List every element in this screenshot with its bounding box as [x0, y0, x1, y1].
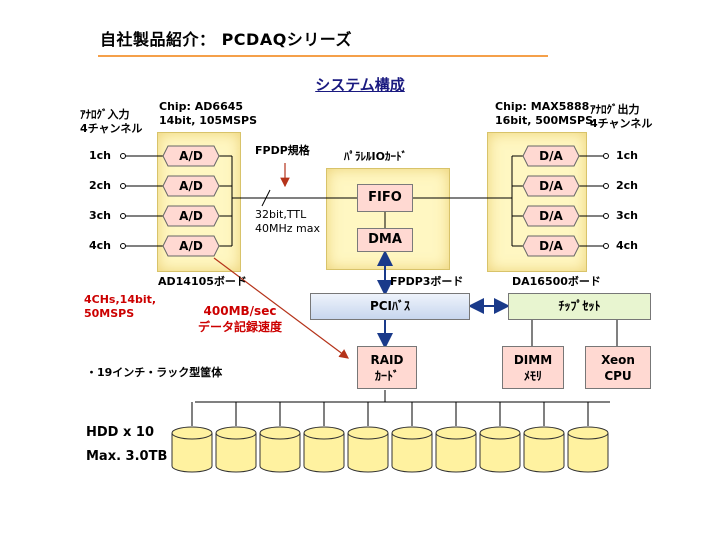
- ad-converter-4: A/D: [162, 235, 220, 257]
- hdd-count-label: HDD x 10: [86, 425, 154, 440]
- hdd-drive-icon: [567, 426, 609, 473]
- fpdp-detail-line1: 32bit,TTL: [255, 208, 307, 221]
- output-ch1-label: 1ch: [616, 149, 639, 162]
- ad-chip-spec: Chip: AD6645 14bit, 105MSPS: [159, 100, 257, 128]
- hdd-drive-icon: [479, 426, 521, 473]
- input-ch2-label: 2ch: [89, 179, 112, 192]
- hdd-drive-icon: [347, 426, 389, 473]
- output-label-line2: 4チャンネル: [590, 117, 653, 130]
- ad-converter-1: A/D: [162, 145, 220, 167]
- fpdp-label: FPDP規格: [255, 144, 310, 157]
- hdd-drive-icon: [391, 426, 433, 473]
- dma-block: DMA: [357, 228, 413, 252]
- recording-speed-label: データ記録速度: [197, 320, 282, 334]
- input-ch1-label: 1ch: [89, 149, 112, 162]
- output-ch2-label: 2ch: [616, 179, 639, 192]
- da-converter-4: D/A: [522, 235, 580, 257]
- da-board-name: DA16500ボード: [512, 275, 601, 288]
- fpdp-detail-line2: 40MHz max: [255, 222, 320, 235]
- raid-card-line2: ｶｰﾄﾞ: [374, 369, 399, 383]
- hdd-drive-icon: [171, 426, 213, 473]
- ad-chip-name: Chip: AD6645: [159, 100, 244, 113]
- recording-speed-value: 400MB/sec: [203, 304, 277, 318]
- input-label-line2: 4チャンネル: [80, 122, 143, 135]
- title-underline: [98, 55, 548, 57]
- xeon-cpu: Xeon CPU: [585, 346, 651, 389]
- hdd-drive-icon: [215, 426, 257, 473]
- fifo-block: FIFO: [357, 184, 413, 212]
- da-converter-label: D/A: [539, 149, 563, 163]
- ad-converter-label: A/D: [179, 209, 203, 223]
- input-label-line1: ｱﾅﾛｸﾞ入力: [80, 108, 130, 121]
- da-converter-1: D/A: [522, 145, 580, 167]
- ad-converter-label: A/D: [179, 239, 203, 253]
- cpu-line1: Xeon: [601, 353, 635, 367]
- ad-board-name: AD14105ボード: [158, 275, 247, 288]
- rack-note: ・19インチ・ラック型筐体: [86, 366, 223, 379]
- hdd-drive-icon: [523, 426, 565, 473]
- io-board-label: ﾊﾟﾗﾚﾙIOｶｰﾄﾞ: [344, 150, 407, 163]
- da-converter-label: D/A: [539, 179, 563, 193]
- input-spec-line1: 4CHs,14bit,: [84, 293, 157, 306]
- da-chip-name: Chip: MAX5888: [495, 100, 590, 113]
- raid-card-line1: RAID: [370, 353, 404, 367]
- output-label: ｱﾅﾛｸﾞ出力 4チャンネル: [590, 103, 652, 131]
- chipset-block: ﾁｯﾌﾟｾｯﾄ: [508, 293, 651, 320]
- output-ch4-label: 4ch: [616, 239, 639, 252]
- ad-converter-3: A/D: [162, 205, 220, 227]
- da-chip-spec: Chip: MAX5888 16bit, 500MSPS: [495, 100, 593, 128]
- dimm-memory: DIMM ﾒﾓﾘ: [502, 346, 564, 389]
- ad-converter-2: A/D: [162, 175, 220, 197]
- ad-chip-rate: 14bit, 105MSPS: [159, 114, 258, 127]
- input-spec-note: 4CHs,14bit, 50MSPS: [84, 293, 156, 321]
- output-label-line1: ｱﾅﾛｸﾞ出力: [590, 103, 640, 116]
- input-label: ｱﾅﾛｸﾞ入力 4チャンネル: [80, 108, 142, 136]
- da-converter-label: D/A: [539, 239, 563, 253]
- page-title: 自社製品紹介： PCDAQシリーズ: [100, 30, 353, 49]
- da-chip-rate: 16bit, 500MSPS: [495, 114, 594, 127]
- input-ch4-label: 4ch: [89, 239, 112, 252]
- pci-bus: PCIﾊﾞｽ: [310, 293, 470, 320]
- cpu-line2: CPU: [604, 369, 632, 383]
- fpdp-detail: 32bit,TTL 40MHz max: [255, 208, 320, 236]
- hdd-drive-icon: [435, 426, 477, 473]
- da-converter-3: D/A: [522, 205, 580, 227]
- input-spec-line2: 50MSPS: [84, 307, 135, 320]
- da-converter-2: D/A: [522, 175, 580, 197]
- hdd-capacity-label: Max. 3.0TB: [86, 449, 168, 464]
- ad-converter-label: A/D: [179, 149, 203, 163]
- raid-card: RAID ｶｰﾄﾞ: [357, 346, 417, 389]
- hdd-drive-icon: [303, 426, 345, 473]
- ad-converter-label: A/D: [179, 179, 203, 193]
- recording-speed-note: 400MB/sec データ記録速度: [196, 303, 284, 335]
- da-converter-label: D/A: [539, 209, 563, 223]
- io-board-name: FPDP3ボード: [390, 275, 464, 288]
- dimm-line1: DIMM: [513, 353, 553, 367]
- diagram-subtitle: システム構成: [315, 76, 405, 94]
- input-ch3-label: 3ch: [89, 209, 112, 222]
- hdd-drive-icon: [259, 426, 301, 473]
- output-ch3-label: 3ch: [616, 209, 639, 222]
- dimm-line2: ﾒﾓﾘ: [523, 369, 542, 383]
